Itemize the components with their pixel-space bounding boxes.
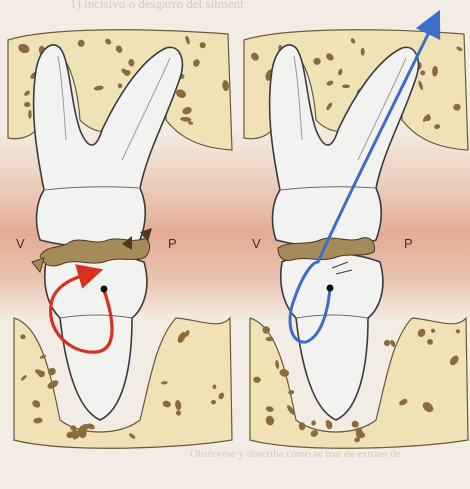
bone-spot (351, 420, 359, 428)
label-vestibular-right: V (252, 236, 261, 251)
bone-spot (311, 420, 316, 426)
bone-spot (383, 339, 392, 348)
label-vestibular-left: V (16, 236, 25, 251)
lower-tooth-right (281, 253, 383, 420)
rotation-center-right (327, 285, 334, 292)
rotation-center-left (101, 286, 108, 293)
label-palatal-left: P (168, 236, 177, 251)
bone-spot (28, 110, 31, 119)
bone-spot (342, 85, 350, 89)
label-palatal-right: P (404, 236, 413, 251)
